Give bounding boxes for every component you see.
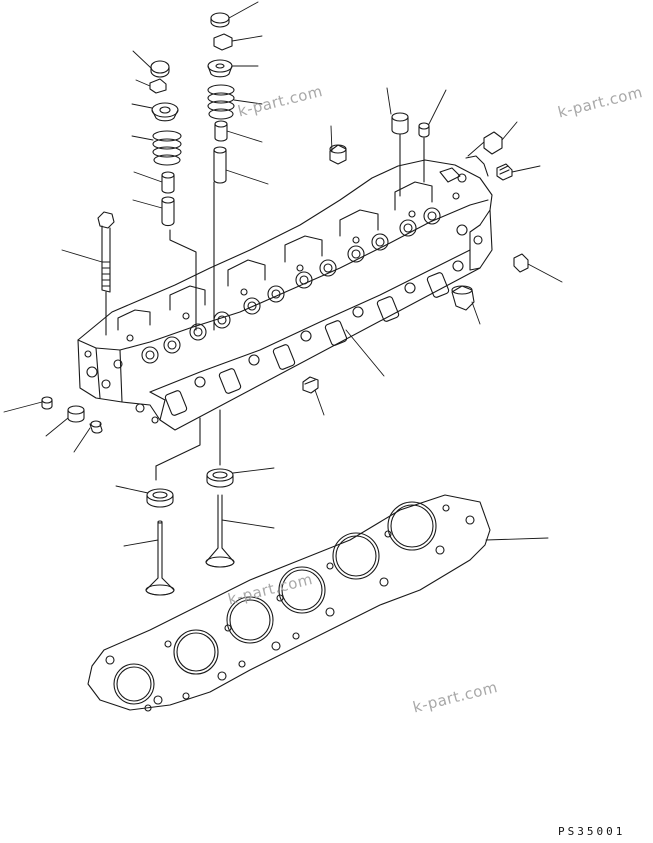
valve-bosses <box>142 208 440 363</box>
intake-ports <box>164 261 463 416</box>
valves-and-seats <box>146 410 234 595</box>
lower-left-plugs <box>42 377 318 433</box>
plugs-caps <box>330 113 528 310</box>
head-bolt <box>98 212 114 335</box>
drawing-code: PS35001 <box>558 825 626 838</box>
leader-lines <box>4 2 562 546</box>
cylinder-head <box>78 160 492 430</box>
head-gasket <box>88 495 490 711</box>
valve-train-stack-left <box>150 61 196 330</box>
